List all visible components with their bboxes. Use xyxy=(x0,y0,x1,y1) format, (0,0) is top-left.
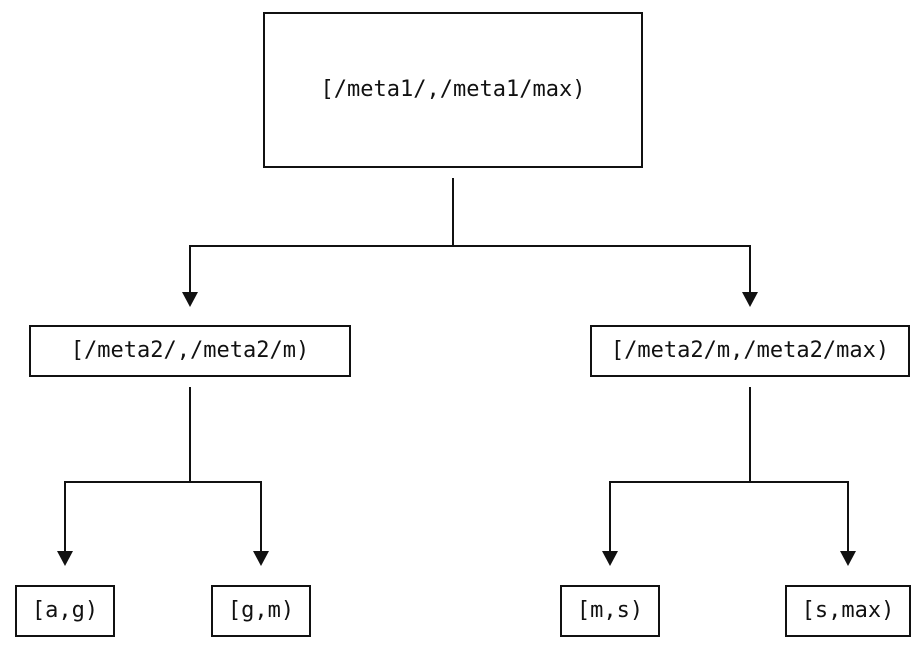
node-label: [g,m) xyxy=(227,598,295,623)
tree-node-leaf-gm: [g,m) xyxy=(211,585,311,637)
connector-line xyxy=(189,245,191,294)
node-label: [a,g) xyxy=(31,598,99,623)
node-label: [m,s) xyxy=(576,598,644,623)
arrowhead-down-icon xyxy=(742,292,758,307)
connector-line xyxy=(609,481,849,483)
node-label: [/meta2/,/meta2/m) xyxy=(70,338,310,363)
tree-node-meta2-left: [/meta2/,/meta2/m) xyxy=(29,325,351,377)
tree-node-leaf-smax: [s,max) xyxy=(785,585,911,637)
arrowhead-down-icon xyxy=(57,551,73,566)
connector-line xyxy=(189,387,191,483)
connector-line xyxy=(749,387,751,483)
tree-node-leaf-ms: [m,s) xyxy=(560,585,660,637)
tree-node-root: [/meta1/,/meta1/max) xyxy=(263,12,643,168)
connector-line xyxy=(609,481,611,553)
arrowhead-down-icon xyxy=(182,292,198,307)
connector-line xyxy=(452,178,454,247)
node-label: [/meta2/m,/meta2/max) xyxy=(610,338,890,363)
connector-line xyxy=(847,481,849,553)
arrowhead-down-icon xyxy=(253,551,269,566)
connector-line xyxy=(189,245,751,247)
node-label: [s,max) xyxy=(801,598,895,623)
connector-line xyxy=(749,245,751,294)
connector-line xyxy=(260,481,262,553)
node-label: [/meta1/,/meta1/max) xyxy=(320,77,586,102)
arrowhead-down-icon xyxy=(840,551,856,566)
tree-node-meta2-right: [/meta2/m,/meta2/max) xyxy=(590,325,910,377)
tree-node-leaf-ag: [a,g) xyxy=(15,585,115,637)
connector-line xyxy=(64,481,262,483)
arrowhead-down-icon xyxy=(602,551,618,566)
connector-line xyxy=(64,481,66,553)
